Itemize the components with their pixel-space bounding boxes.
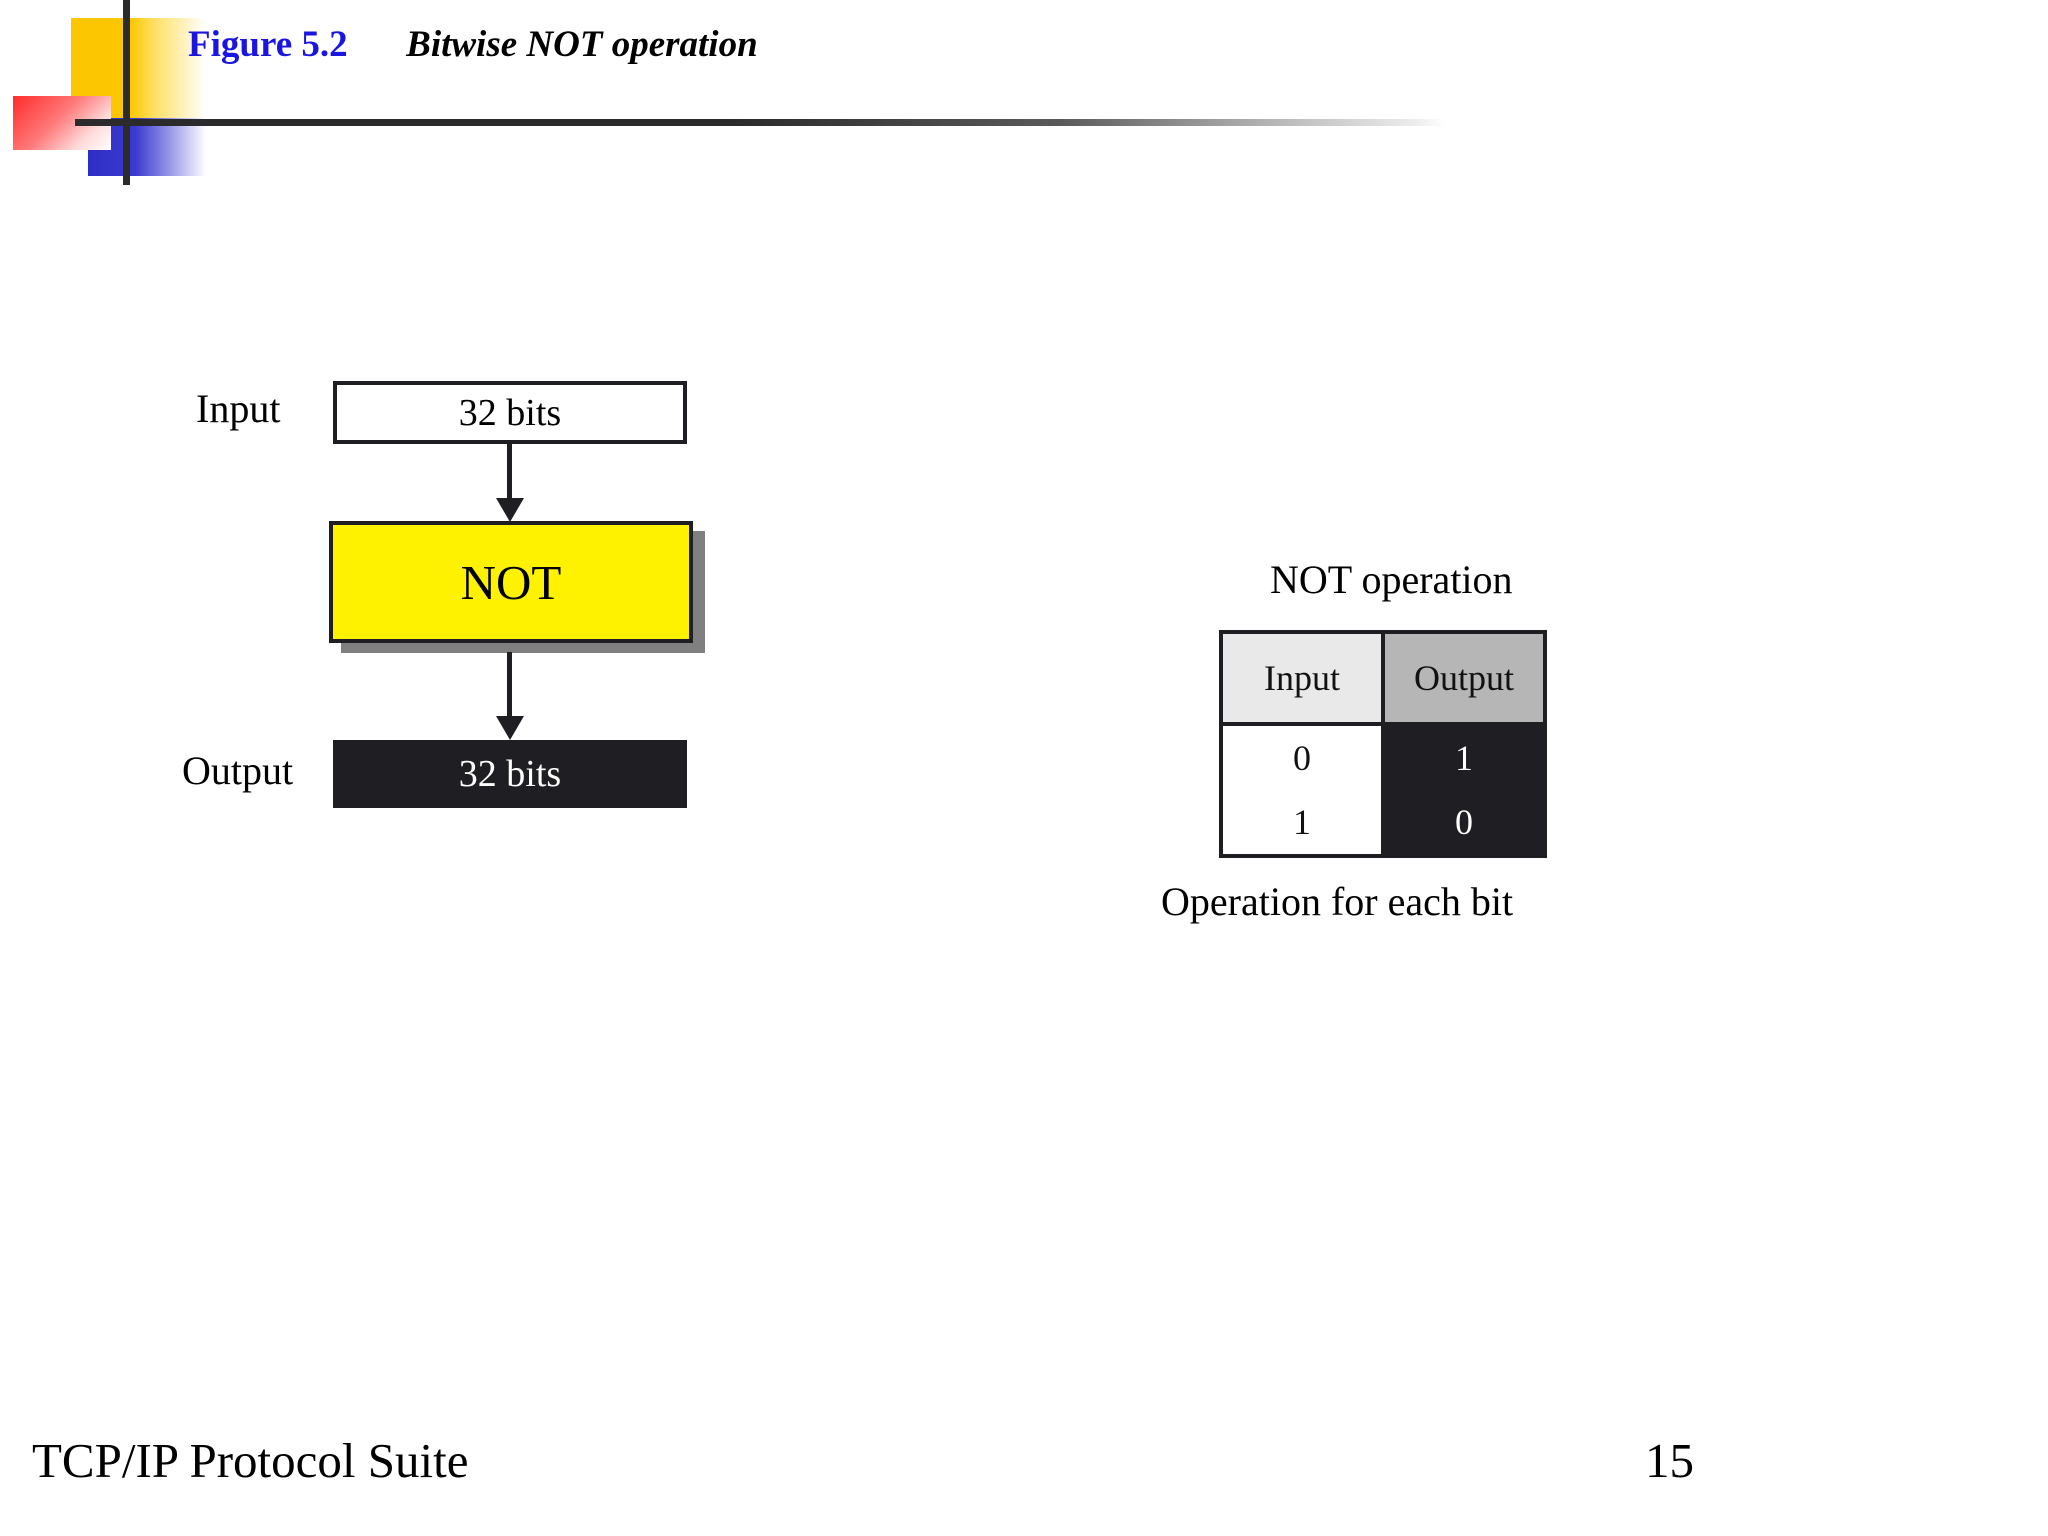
table-cell-input: 1 — [1219, 790, 1385, 858]
table-cell-input: 0 — [1219, 722, 1385, 790]
figure-caption-label: Bitwise NOT operation — [406, 24, 758, 65]
footer-page-number: 15 — [1645, 1433, 1694, 1488]
truth-table-caption: Operation for each bit — [1161, 879, 1514, 924]
not-to-output-arrow-head — [496, 716, 524, 740]
table-cell-output: 0 — [1381, 790, 1547, 858]
figure-number-label: Figure 5.2 — [188, 24, 348, 65]
horizontal-rule-decoration — [75, 119, 1445, 126]
output-side-label: Output — [182, 748, 294, 793]
truth-table-title: NOT operation — [1270, 557, 1513, 602]
table-row: 1 0 — [1219, 790, 1547, 858]
output-bits-box: 32 bits — [333, 740, 687, 808]
footer-title: TCP/IP Protocol Suite — [32, 1433, 469, 1488]
bitwise-not-flow-diagram: Input 32 bits NOT Output 32 bits — [0, 0, 780, 1200]
not-operation-box: NOT — [329, 521, 693, 643]
vertical-rule-decoration — [123, 0, 130, 185]
input-side-label: Input — [196, 386, 281, 431]
table-header-input: Input — [1219, 630, 1385, 726]
not-to-output-arrow-shaft — [507, 652, 512, 734]
input-to-not-arrow-shaft — [507, 444, 512, 508]
not-truth-table: Input Output 0 1 1 0 — [1219, 630, 1547, 858]
input-bits-box: 32 bits — [333, 381, 687, 444]
input-to-not-arrow-head — [496, 498, 524, 522]
table-cell-output: 1 — [1381, 722, 1547, 790]
table-row: 0 1 — [1219, 722, 1547, 790]
page-title: Figure 5.2 Bitwise NOT operation — [188, 26, 758, 63]
table-header-output: Output — [1381, 630, 1547, 726]
table-header-row: Input Output — [1219, 630, 1547, 726]
